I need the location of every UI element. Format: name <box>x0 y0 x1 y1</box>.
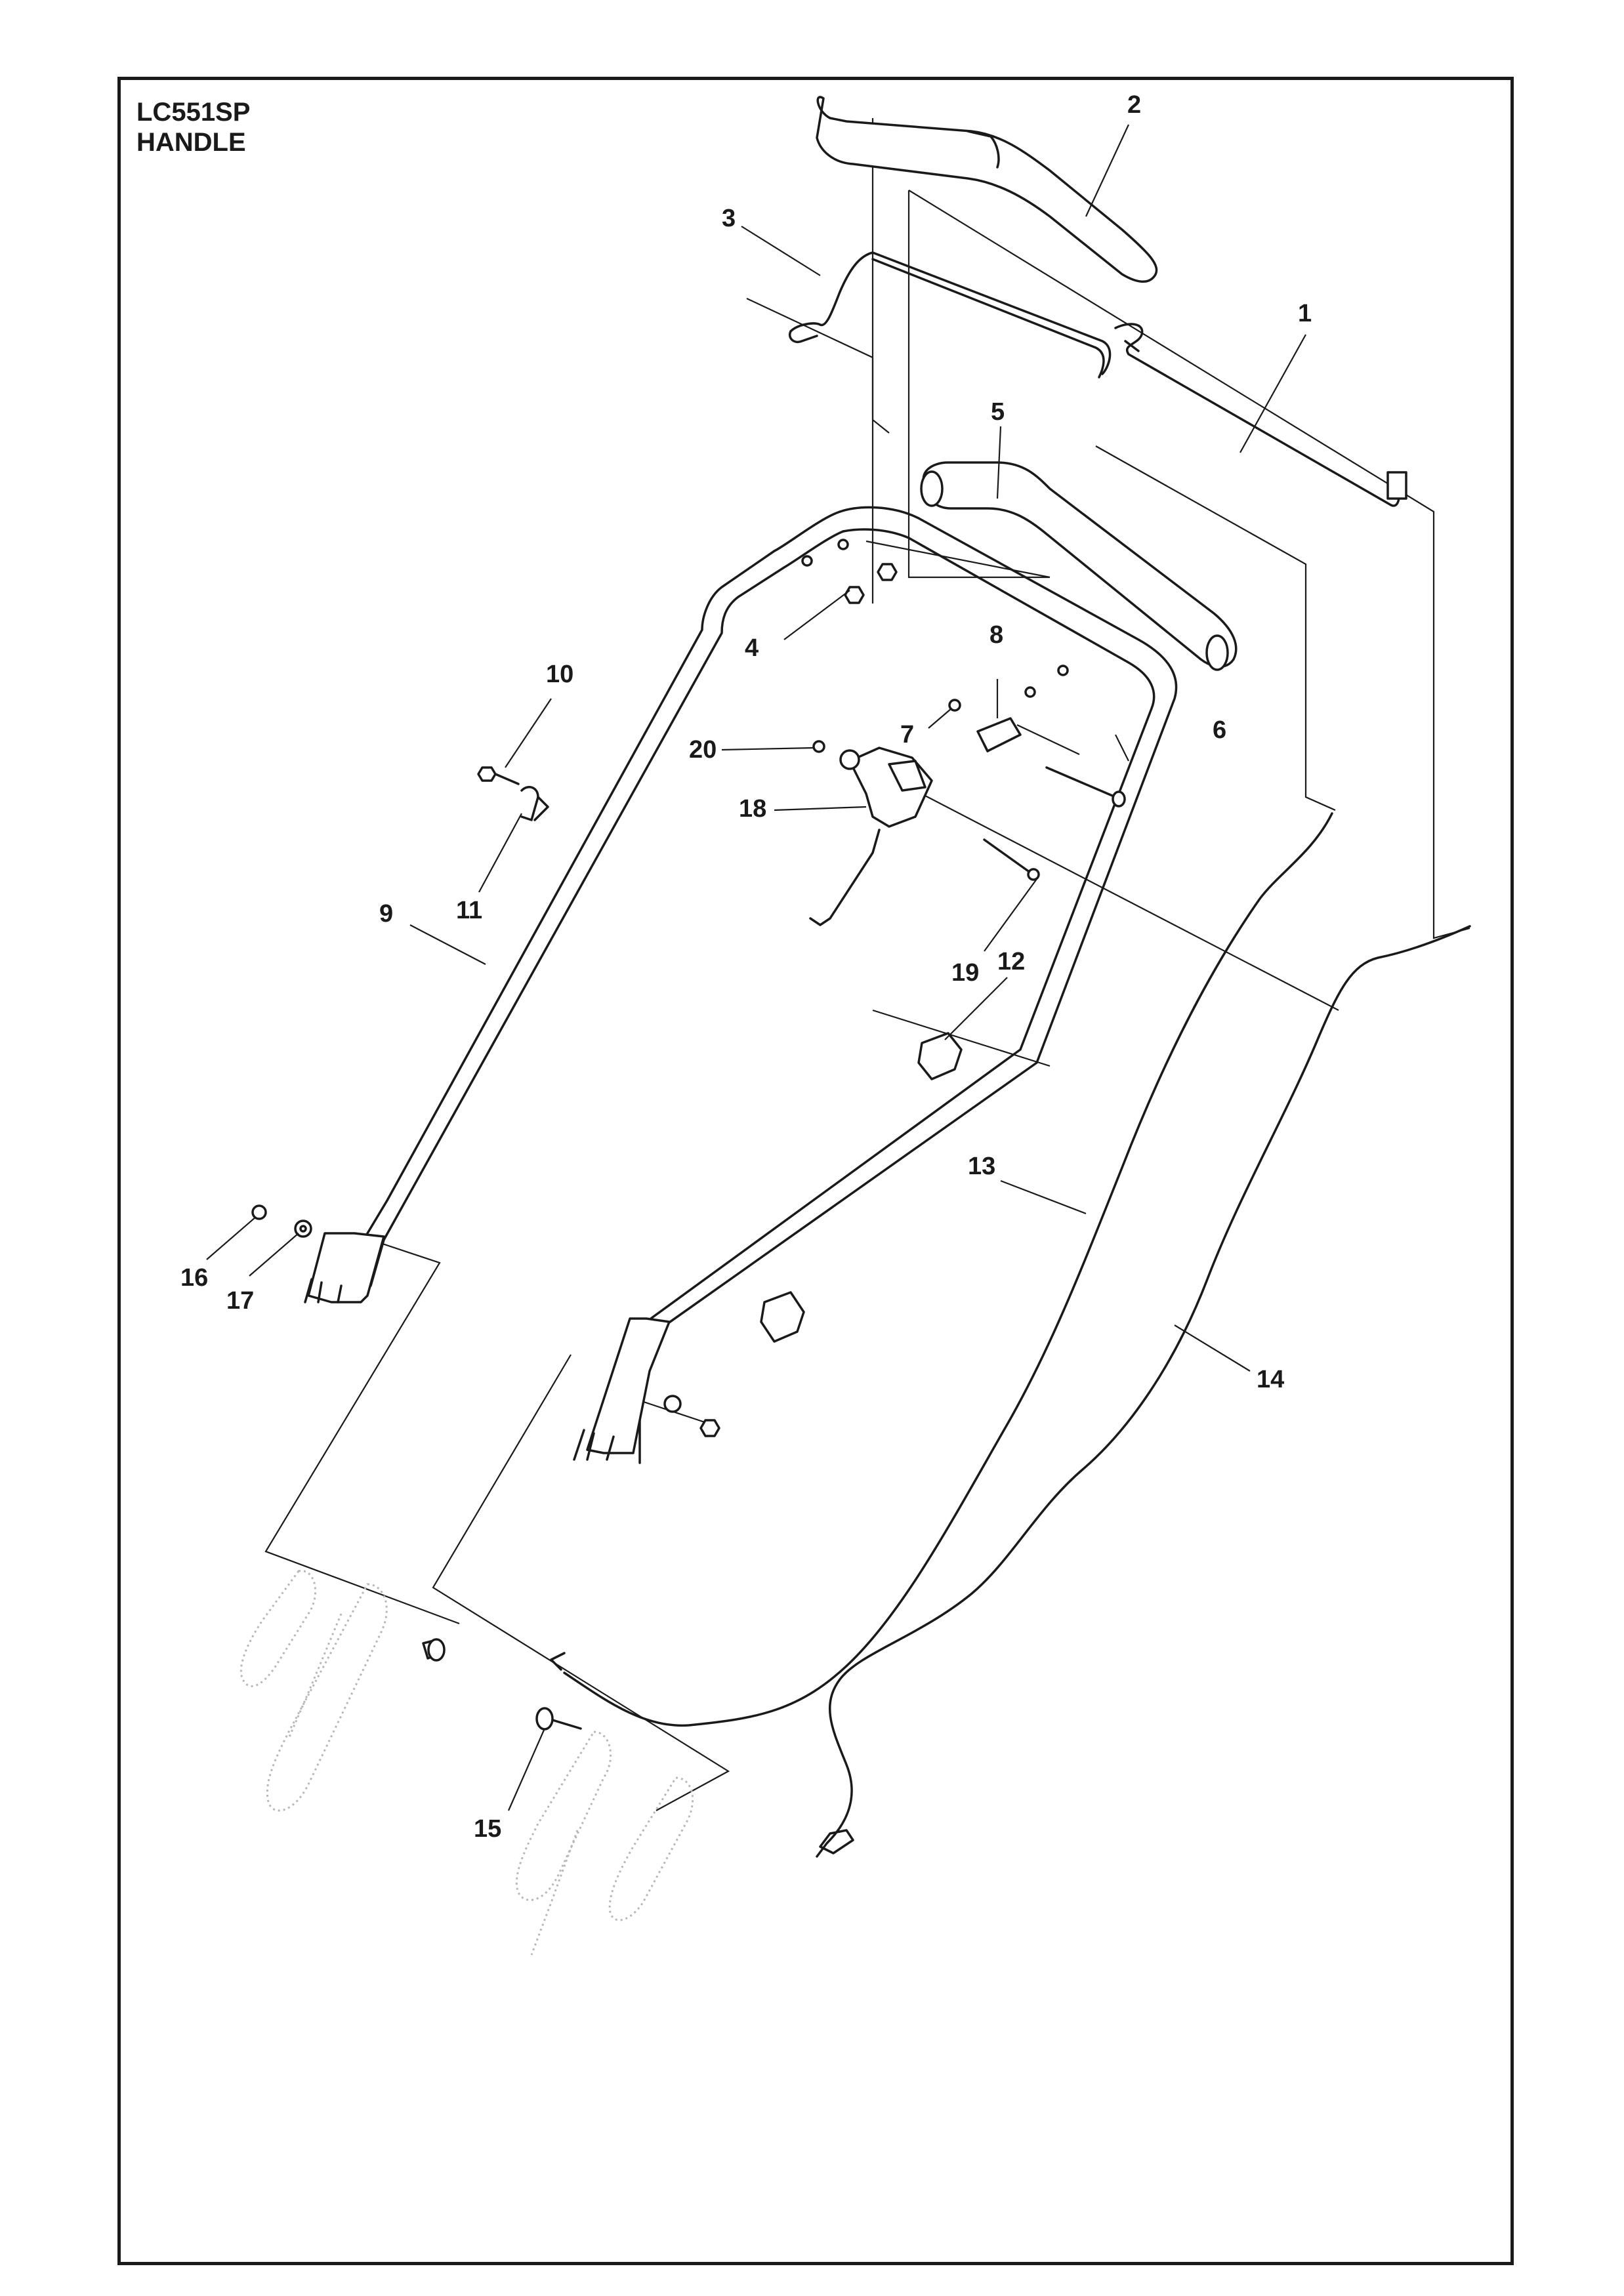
callout-5: 5 <box>991 398 1005 426</box>
leader-lines <box>206 124 1306 1811</box>
cable-clip-lower <box>760 1291 805 1343</box>
assembly-guide-lines <box>264 118 1470 1811</box>
callouts: 1 2 3 4 5 6 7 8 9 10 11 12 13 14 15 16 1… <box>180 91 1312 1843</box>
callout-7: 7 <box>900 721 914 748</box>
section-label: HANDLE <box>136 128 246 157</box>
callout-19: 19 <box>951 959 979 987</box>
part-11-cable-guide <box>520 786 549 821</box>
callout-13: 13 <box>968 1153 995 1180</box>
part-13-cable <box>550 812 1333 1727</box>
part-14-cable <box>816 925 1471 1858</box>
model-label: LC551SP <box>136 98 251 127</box>
part-1-drive-rod <box>1114 323 1407 507</box>
part-20-washer <box>812 740 825 753</box>
part-10-screw <box>477 766 520 785</box>
part-19-bolt <box>983 838 1040 881</box>
deck-mount-ghost-right <box>515 1731 694 1956</box>
callout-20: 20 <box>689 736 717 764</box>
part-6-bolt <box>1045 766 1126 808</box>
part-16-nut <box>251 1204 267 1220</box>
part-7-nut <box>948 665 1069 712</box>
part-15-pivot-bolt <box>422 1638 582 1731</box>
callout-8: 8 <box>989 621 1003 649</box>
callout-2: 2 <box>1127 91 1141 119</box>
callout-9: 9 <box>379 900 393 928</box>
callout-16: 16 <box>180 1264 208 1292</box>
diagram-frame <box>117 77 1514 2265</box>
callout-10: 10 <box>546 661 573 688</box>
part-9-handle-frame <box>304 506 1178 1464</box>
part-12-cable-clip <box>917 1032 963 1080</box>
part-3-control-rod <box>789 251 1112 379</box>
callout-15: 15 <box>474 1815 501 1843</box>
callout-17: 17 <box>226 1287 254 1315</box>
part-4-fasteners <box>801 539 898 604</box>
callout-3: 3 <box>722 205 736 232</box>
part-8-bracket <box>976 717 1022 752</box>
part-18-throttle-lever <box>809 747 933 926</box>
callout-1: 1 <box>1298 300 1312 327</box>
part-17-washer <box>294 1220 312 1238</box>
callout-18: 18 <box>739 795 766 823</box>
diagram-title: LC551SP HANDLE <box>136 97 250 157</box>
callout-14: 14 <box>1257 1366 1284 1393</box>
deck-mount-ghost-left <box>239 1570 388 1812</box>
callout-11: 11 <box>456 897 482 924</box>
part-2-handle-grip <box>816 96 1158 283</box>
callout-4: 4 <box>745 634 759 662</box>
lower-right-fasteners <box>663 1395 720 1437</box>
callout-12: 12 <box>997 948 1025 975</box>
part-5-foam-grip <box>920 461 1238 671</box>
callout-6: 6 <box>1213 716 1226 744</box>
